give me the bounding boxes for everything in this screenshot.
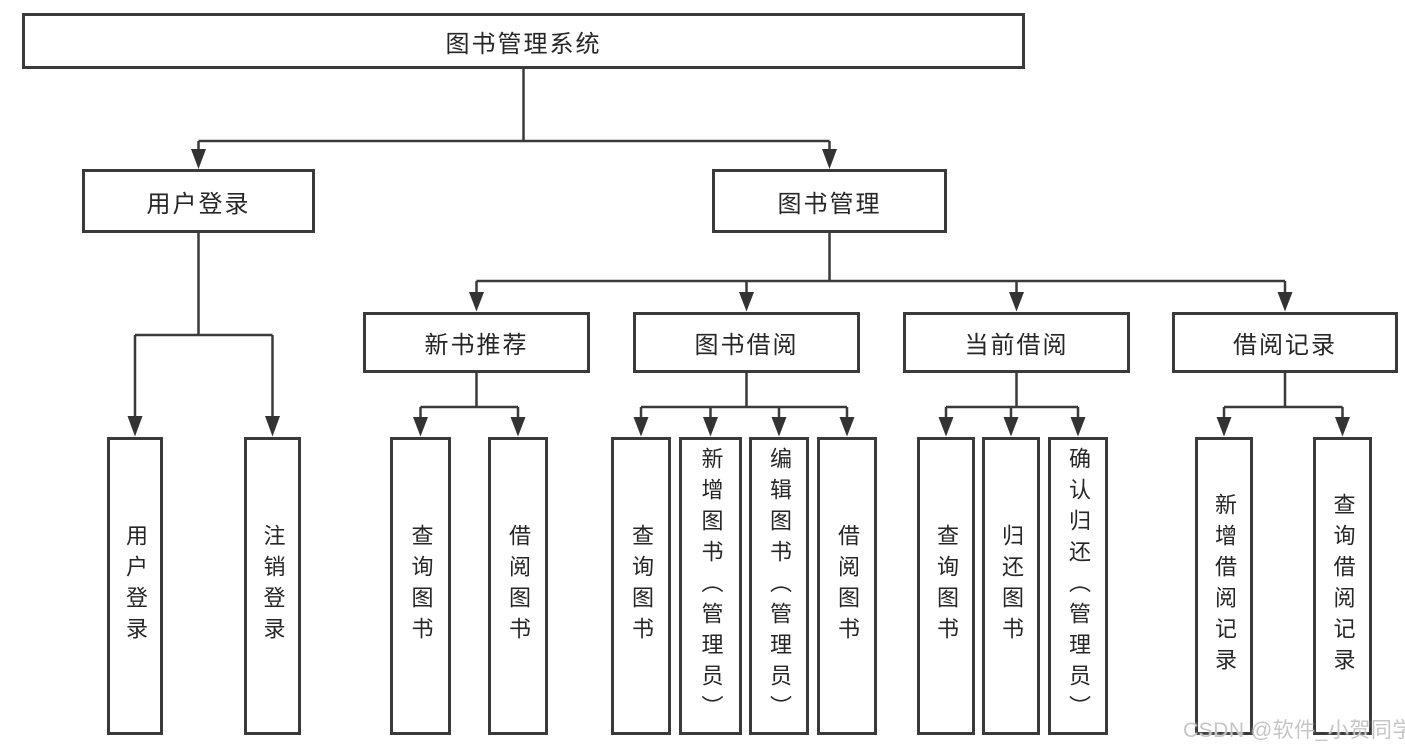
arrow-down-icon <box>1070 417 1086 437</box>
arrowhead-icons <box>127 149 1350 437</box>
node-label: 图书管理 <box>777 190 882 218</box>
node-label: 用户登录 <box>146 190 251 218</box>
node-library-management-system: 图书管理系统 <box>22 13 1025 69</box>
leaf-logout: 注销登录 <box>244 437 301 735</box>
arrow-down-icon <box>191 149 206 169</box>
leaf-label: 借阅图书 <box>835 524 860 648</box>
leaf-label: 新增借阅记录 <box>1212 493 1237 679</box>
arrow-down-icon <box>1009 292 1024 312</box>
leaf-label: 用户登录 <box>123 524 148 648</box>
leaf-query-books-recommend: 查询图书 <box>390 437 451 735</box>
leaf-query-borrow-record: 查询借阅记录 <box>1313 437 1372 735</box>
leaf-label: 查询图书 <box>408 524 434 648</box>
leaf-edit-book-admin: 编辑图书（管理员） <box>749 437 809 735</box>
arrow-down-icon <box>1277 292 1293 312</box>
arrow-down-icon <box>469 292 484 312</box>
arrow-down-icon <box>1003 417 1019 437</box>
leaf-label: 确认归还（管理员） <box>1066 446 1091 726</box>
node-user-login: 用户登录 <box>82 169 315 233</box>
leaf-query-books-borrowing: 查询图书 <box>611 437 671 735</box>
leaf-add-book-admin: 新增图书（管理员） <box>679 437 742 735</box>
arrow-down-icon <box>633 417 649 437</box>
node-current-borrowing: 当前借阅 <box>903 312 1130 373</box>
leaf-label: 查询借阅记录 <box>1330 493 1356 679</box>
arrow-down-icon <box>127 416 143 437</box>
leaf-label: 归还图书 <box>999 524 1024 648</box>
leaf-borrow-books-recommend: 借阅图书 <box>488 437 548 735</box>
node-label: 当前借阅 <box>964 332 1069 359</box>
node-label: 图书借阅 <box>694 332 799 359</box>
leaf-label: 注销登录 <box>260 524 286 648</box>
node-label: 新书推荐 <box>424 332 529 359</box>
arrow-down-icon <box>739 292 754 312</box>
node-borrowing-records: 借阅记录 <box>1172 312 1398 373</box>
arrow-down-icon <box>1335 417 1350 437</box>
arrow-down-icon <box>771 417 787 437</box>
arrow-down-icon <box>413 417 428 437</box>
arrow-down-icon <box>265 416 280 437</box>
node-label: 借阅记录 <box>1233 332 1337 359</box>
leaf-label: 查询图书 <box>629 524 654 648</box>
node-label: 图书管理系统 <box>445 30 602 58</box>
arrow-down-icon <box>839 417 855 437</box>
leaf-query-books-current: 查询图书 <box>917 437 975 735</box>
leaf-label: 编辑图书（管理员） <box>767 446 792 726</box>
leaf-user-login: 用户登录 <box>107 437 163 735</box>
arrow-down-icon <box>703 417 718 437</box>
leaf-return-book: 归还图书 <box>982 437 1040 735</box>
leaf-label: 新增图书（管理员） <box>698 446 724 726</box>
arrow-down-icon <box>822 149 837 169</box>
csdn-watermark: CSDN @软件_小贺同学 <box>1183 719 1405 742</box>
leaf-add-borrow-record: 新增借阅记录 <box>1195 437 1253 735</box>
leaf-confirm-return-admin: 确认归还（管理员） <box>1048 437 1108 735</box>
node-book-management: 图书管理 <box>712 169 947 233</box>
node-new-book-recommendation: 新书推荐 <box>363 312 590 373</box>
leaf-label: 借阅图书 <box>506 524 531 648</box>
node-book-borrowing: 图书借阅 <box>633 312 860 373</box>
arrow-down-icon <box>1216 417 1232 437</box>
arrow-down-icon <box>510 417 526 437</box>
arrow-down-icon <box>938 417 954 437</box>
leaf-borrow-books-borrowing: 借阅图书 <box>817 437 877 735</box>
leaf-label: 查询图书 <box>934 524 959 648</box>
tree-edges <box>133 69 1344 419</box>
